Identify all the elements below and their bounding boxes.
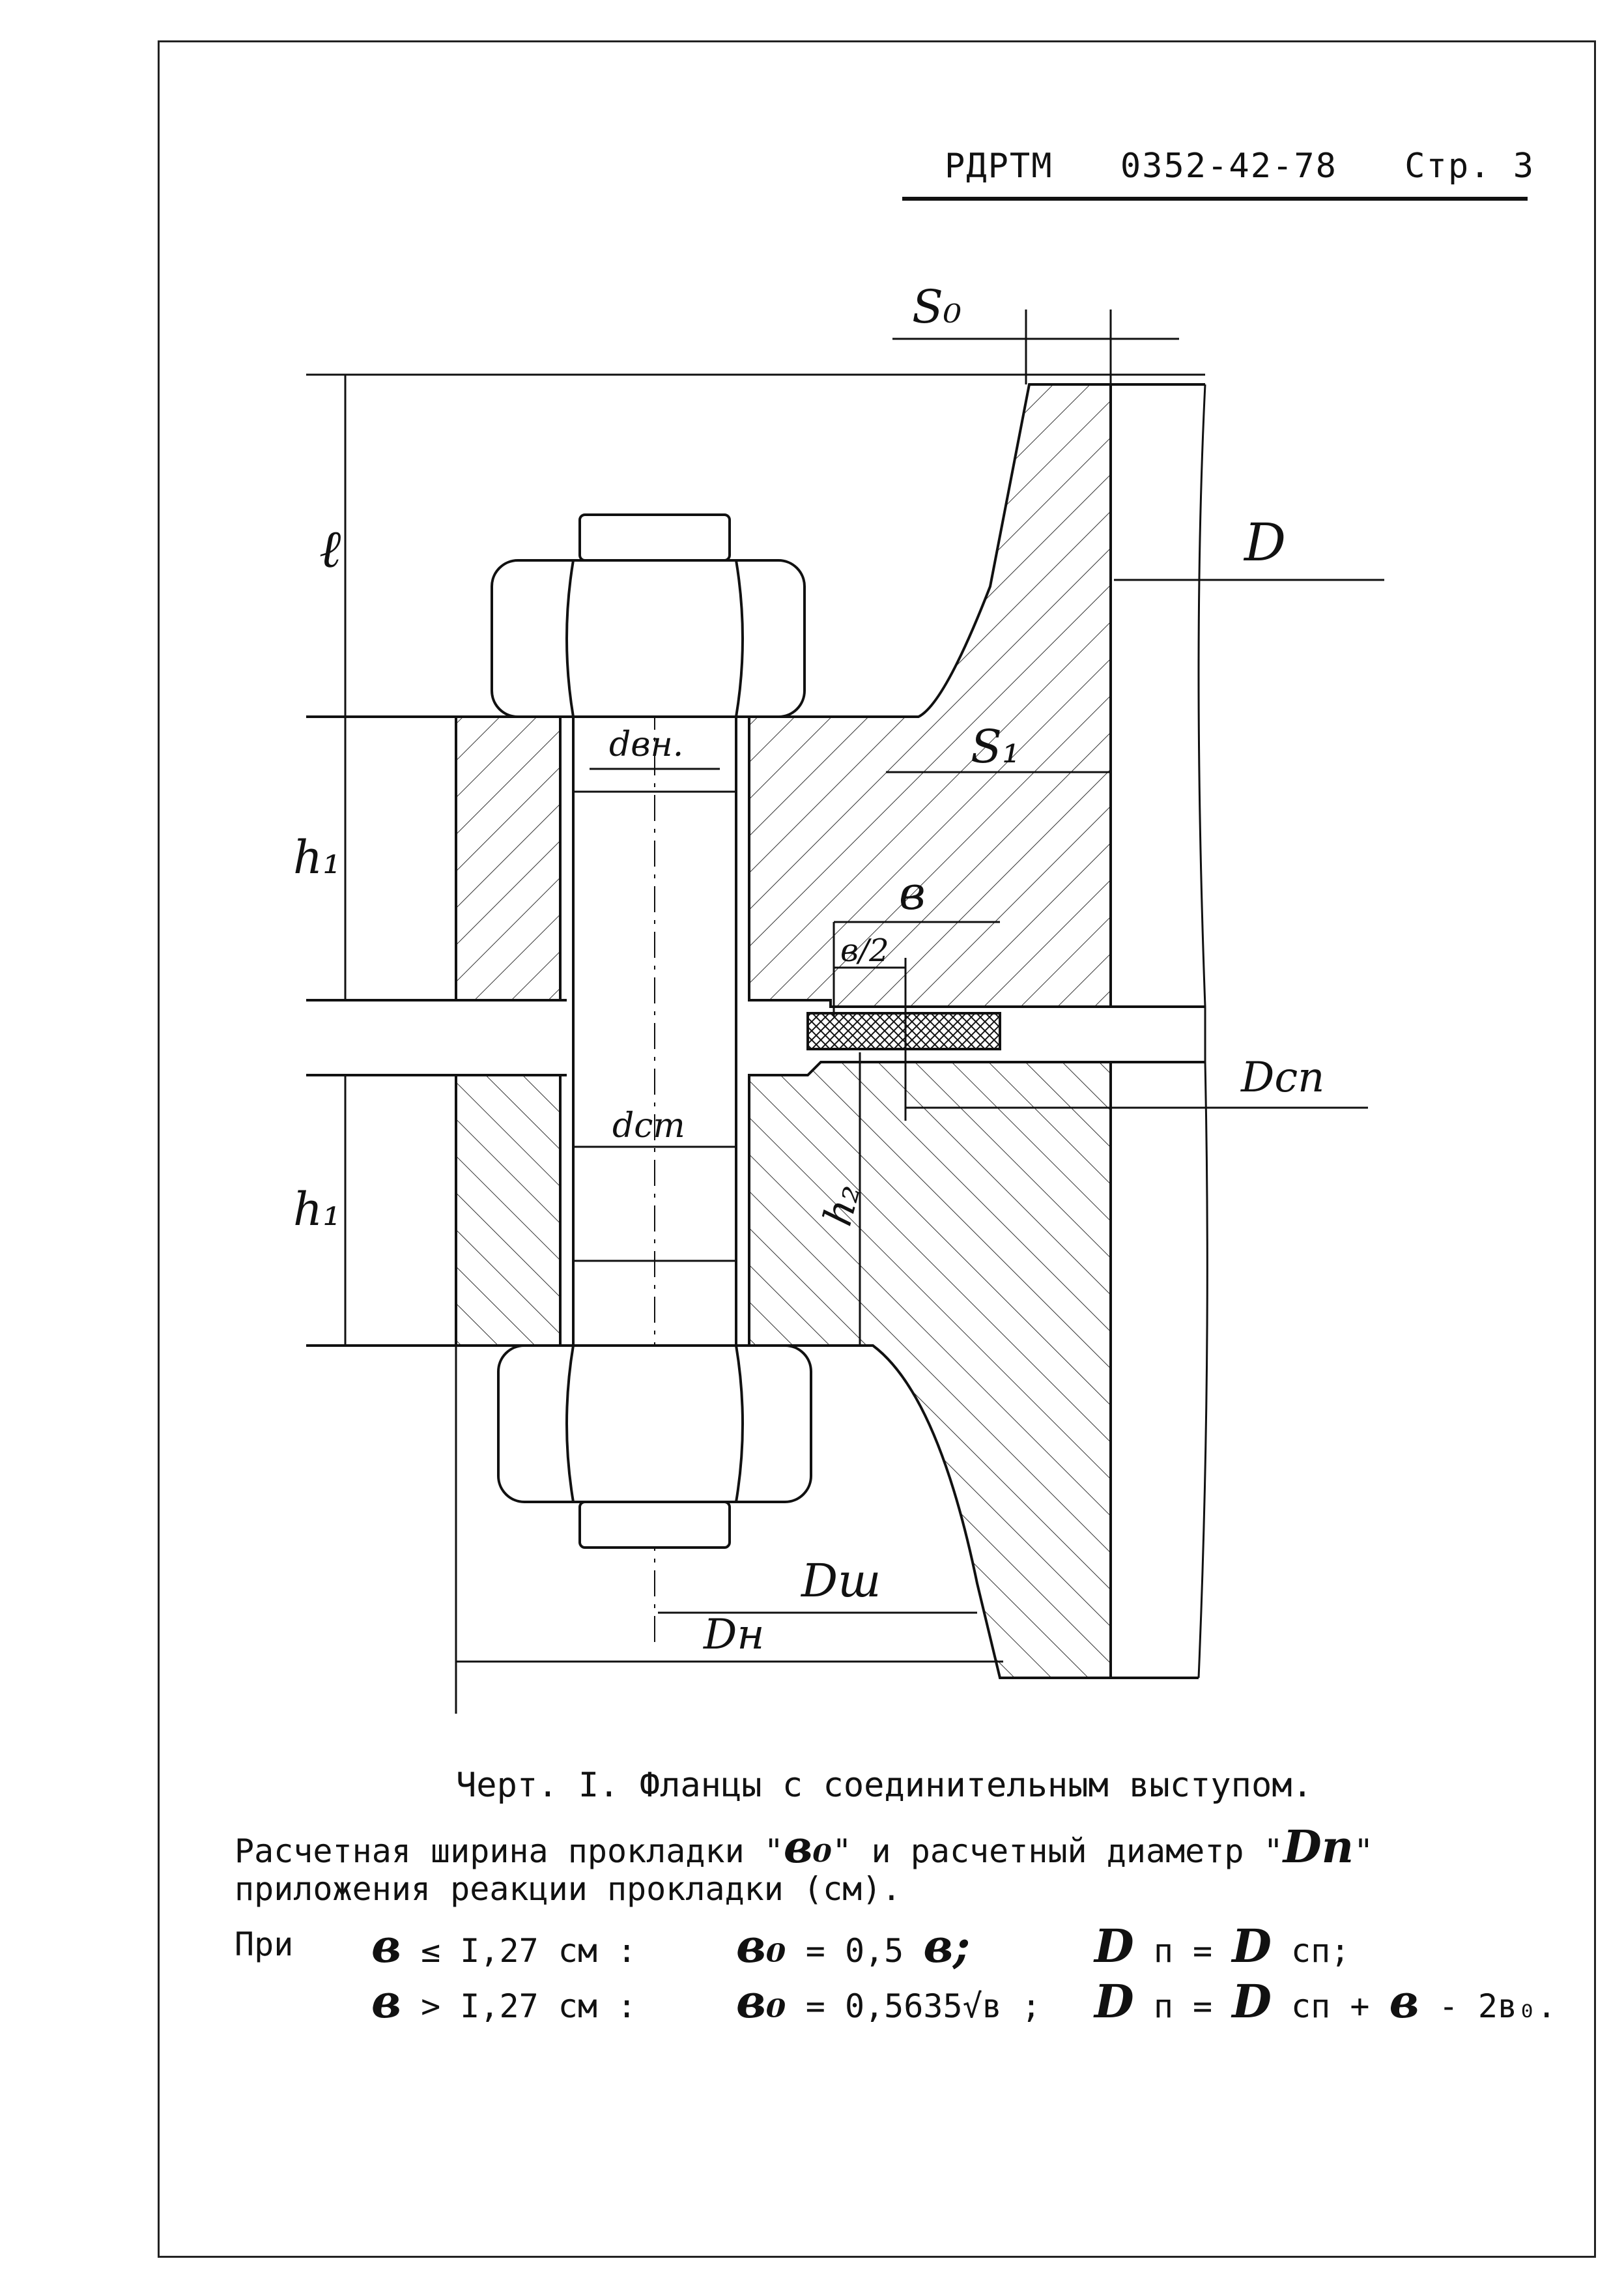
upper-flange	[748, 383, 1112, 1008]
label-D-n: Dн	[703, 1611, 764, 1659]
page-frame	[158, 40, 1596, 2258]
bottom-nut	[497, 1344, 812, 1549]
row2-Dsp-val: сп +	[1291, 1987, 1370, 2025]
doc-number: 0352-42-78	[1120, 147, 1337, 186]
upper-flange-left	[455, 715, 562, 1001]
label-D-sh: Dш	[800, 1554, 881, 1607]
row1-b0-val: = 0,5	[805, 1932, 904, 1970]
top-nut	[491, 513, 806, 718]
label-b-half: в/2	[840, 932, 889, 969]
row2-Dsp-sym: D	[1232, 1974, 1272, 2028]
row2-Dn-val: п =	[1153, 1987, 1213, 2025]
label-s1: S₁	[971, 720, 1020, 773]
desc-text-a: Расчетная ширина прокладки "	[235, 1832, 784, 1870]
gasket	[806, 1012, 1001, 1050]
label-l: ℓ	[319, 519, 341, 579]
row1-cond-sym: в	[371, 1919, 401, 1973]
row1-b0: в₀ = 0,5 в;	[736, 1919, 970, 1973]
row1-Dn-val: п =	[1153, 1932, 1213, 1970]
row1-Dn-sym: D	[1094, 1919, 1134, 1973]
row2-b0-sym: в₀	[736, 1974, 786, 2028]
description-line-2: приложения реакции прокладки (см).	[235, 1870, 902, 1908]
lower-flange-left	[455, 1074, 562, 1347]
desc-text-c: "	[1354, 1832, 1374, 1870]
label-b: в	[899, 867, 926, 920]
header-underline	[902, 197, 1528, 201]
row2-Dn-sym: D	[1094, 1974, 1134, 2028]
row2-cond: > I,27 см :	[421, 1987, 637, 2025]
document-header: РДРТМ 0352-42-78 Стр. 3	[945, 147, 1535, 186]
label-s0: S₀	[912, 280, 962, 334]
symbol-b0: в₀	[783, 1821, 833, 1873]
row2-b0: в₀ = 0,5635√в ;	[736, 1974, 1041, 2028]
row1-b-sym: в;	[923, 1919, 971, 1973]
row1-b0-sym: в₀	[736, 1919, 786, 1973]
row2-tail: - 2в₀.	[1438, 1987, 1557, 2025]
row1-Dsp-val: сп;	[1291, 1932, 1350, 1970]
row2-condition: в > I,27 см :	[371, 1974, 636, 2028]
row2-cond-sym: в	[371, 1974, 401, 2028]
row2-Dn: D п = D сп + в - 2в₀.	[1094, 1974, 1556, 2028]
doc-code: РДРТМ	[945, 147, 1053, 186]
row2-b0-val: = 0,5635√в ;	[805, 1987, 1041, 2025]
label-h1-top: h₁	[293, 831, 341, 884]
symbol-Dn: Dп	[1283, 1821, 1354, 1873]
description-line-1: Расчетная ширина прокладки "в₀" и расчет…	[235, 1821, 1373, 1873]
row1-Dn: D п = D сп;	[1094, 1919, 1350, 1973]
condition-pri: При	[235, 1925, 294, 1963]
row2-b-sym: в	[1389, 1974, 1419, 2028]
page-number: Стр. 3	[1404, 147, 1535, 186]
desc-text-b: " и расчетный диаметр "	[832, 1832, 1283, 1870]
label-h1-bottom: h₁	[293, 1183, 341, 1236]
label-d-st: dст	[612, 1106, 685, 1146]
row1-cond: ≤ I,27 см :	[421, 1932, 637, 1970]
label-d-vn: dвн.	[609, 725, 683, 764]
figure-caption: Черт. I. Фланцы с соединительным выступо…	[456, 1766, 1313, 1805]
row1-Dsp-sym: D	[1232, 1919, 1272, 1973]
row1-condition: в ≤ I,27 см :	[371, 1919, 636, 1973]
label-D: D	[1243, 512, 1286, 573]
label-D-sp: Dсп	[1240, 1054, 1324, 1102]
